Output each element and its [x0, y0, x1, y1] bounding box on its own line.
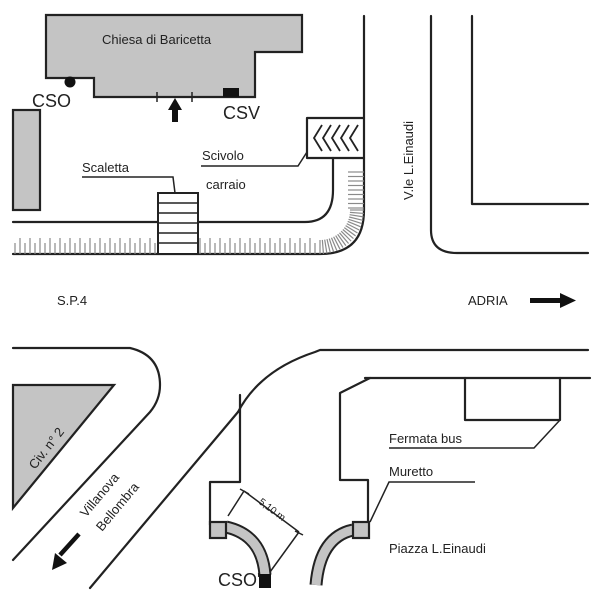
distance-label: 5,10 m [256, 497, 287, 524]
adria-label: ADRIA [468, 293, 508, 308]
adria-arrow-icon [530, 293, 576, 308]
left-pillar [208, 520, 228, 540]
hatch-mark [340, 230, 352, 242]
fermata-bus-shelter [463, 376, 562, 422]
cso-label: CSO [32, 91, 71, 111]
csv-marker-icon [223, 88, 239, 97]
entrance-arrow-icon [168, 98, 182, 122]
hatch-mark [339, 232, 350, 244]
muretto-label: Muretto [389, 464, 433, 479]
scaletta-stairs [157, 192, 199, 255]
viale-einaudi-label: V.le L.Einaudi [401, 121, 416, 200]
right-pillar [351, 520, 371, 540]
viale-einaudi-east-edge [470, 14, 590, 206]
hatch-mark [321, 239, 325, 254]
church-label: Chiesa di Baricetta [102, 32, 212, 47]
sp4-label: S.P.4 [57, 293, 87, 308]
sidewalk-inner-edge [11, 156, 335, 224]
scivolo-label-1: Scivolo [202, 148, 244, 163]
scivolo-label-2: carraio [206, 177, 246, 192]
scivolo-chevrons-icon [312, 124, 359, 152]
hatch-mark [349, 211, 364, 215]
hatch-mark [342, 229, 354, 240]
piazza-label: Piazza L.Einaudi [389, 541, 486, 556]
scaletta-leader [82, 176, 176, 194]
hatch-mark [326, 239, 331, 253]
viale-einaudi-west-edge [429, 14, 590, 255]
cso-prime-label: CSO' [218, 570, 260, 590]
scivolo-leader [201, 151, 308, 167]
hatch-mark [330, 237, 338, 251]
road-edge-se [236, 348, 590, 414]
hatch-mark [328, 238, 335, 253]
muretto-leader [369, 481, 475, 523]
piazza-west-wall [208, 393, 242, 527]
villanova-east-edge [88, 410, 240, 590]
civ-2-building [11, 383, 117, 512]
villanova-arrow-icon [52, 532, 81, 570]
hatch-mark [348, 218, 363, 225]
piazza-east-wall [338, 376, 372, 527]
hatch-mark [333, 236, 341, 250]
side-building [11, 108, 42, 212]
hatch-mark [345, 225, 358, 234]
road-edge-north [11, 156, 366, 256]
cso-prime-marker-icon [259, 574, 271, 588]
scaletta-label: Scaletta [82, 160, 130, 175]
hatch-mark [347, 220, 361, 228]
fermata-bus-label: Fermata bus [389, 431, 462, 446]
sidewalk-curve-hatching [319, 171, 364, 254]
fermata-leader [389, 419, 561, 449]
hatch-mark [324, 239, 328, 254]
hatch-mark [335, 235, 344, 248]
sidewalk-hatching [14, 238, 316, 254]
cso-marker-icon [64, 76, 76, 88]
csv-label: CSV [223, 103, 260, 123]
road-edge-sw [11, 346, 162, 562]
scivolo-box [305, 116, 366, 160]
church-building [44, 13, 304, 99]
hatch-mark [337, 233, 347, 246]
hatch-mark [349, 216, 363, 221]
hatch-mark [349, 214, 364, 218]
hatch-mark [343, 227, 356, 237]
distance-dimension [227, 488, 304, 573]
hatch-mark [346, 223, 360, 231]
